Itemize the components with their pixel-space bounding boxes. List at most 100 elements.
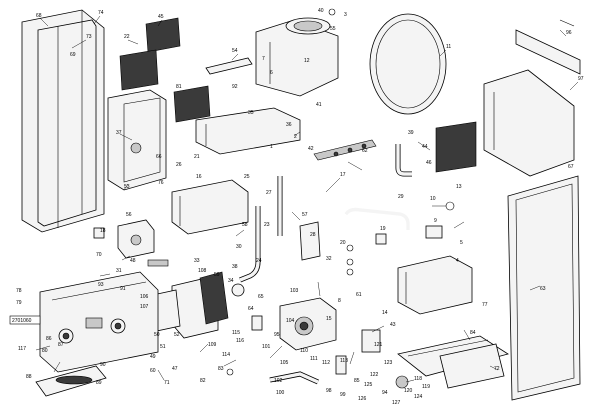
callout-14: 14	[382, 310, 388, 316]
control-panel	[39, 271, 159, 373]
callout-21: 21	[194, 154, 200, 160]
callout-77: 77	[482, 302, 488, 308]
callout-97: 97	[578, 76, 584, 82]
callout-90: 90	[100, 362, 106, 368]
callout-33: 33	[194, 258, 200, 264]
callout-117: 117	[18, 346, 26, 352]
callout-22: 22	[124, 34, 130, 40]
callout-108: 108	[198, 268, 207, 274]
callout-13: 13	[456, 184, 462, 190]
callout-110: 110	[300, 348, 308, 354]
callout-120: 120	[404, 388, 413, 394]
gas-valve	[117, 219, 155, 259]
callout-3: 3	[344, 12, 347, 18]
callout-98: 98	[326, 388, 332, 394]
callout-63: 63	[540, 286, 546, 292]
callout-115: 115	[232, 330, 240, 336]
callout-36: 36	[286, 122, 292, 128]
insulation-panels	[119, 17, 477, 173]
side-casing-panel	[507, 175, 581, 401]
callout-64: 64	[248, 306, 254, 312]
combustion-chamber	[107, 89, 167, 191]
callout-24: 24	[256, 258, 262, 264]
callout-29: 29	[398, 194, 404, 200]
callout-67: 67	[568, 164, 574, 170]
callout-89: 89	[96, 380, 102, 386]
callout-52: 52	[174, 332, 180, 338]
callout-102: 102	[274, 378, 283, 384]
callout-28: 28	[310, 232, 316, 238]
callout-107: 107	[140, 304, 149, 310]
callout-2: 2	[294, 134, 297, 140]
pump-assembly	[279, 297, 337, 351]
callout-55: 55	[330, 26, 336, 32]
callout-93: 93	[98, 282, 104, 288]
callout-85: 85	[354, 378, 360, 384]
callout-68: 68	[36, 13, 42, 19]
front-casing-panel	[21, 9, 105, 233]
callout-127: 127	[392, 400, 401, 406]
fascia-flap	[35, 365, 107, 397]
callout-56: 56	[126, 212, 132, 218]
callout-69: 69	[70, 52, 76, 58]
callout-91: 91	[120, 286, 126, 292]
callout-1: 1	[270, 144, 273, 150]
callout-40: 40	[318, 8, 324, 14]
heat-exchanger	[195, 107, 301, 155]
callout-57: 57	[302, 212, 308, 218]
callout-47: 47	[172, 366, 178, 372]
callout-27: 27	[266, 190, 272, 196]
bottom-tray	[397, 335, 509, 389]
callout-50: 50	[154, 332, 160, 338]
callout-109: 109	[208, 342, 217, 348]
callout-19: 19	[380, 226, 386, 232]
callout-96: 96	[566, 30, 572, 36]
callout-11: 11	[446, 44, 451, 50]
callout-51: 51	[160, 344, 166, 350]
callout-7: 7	[262, 56, 265, 62]
callout-83: 83	[218, 366, 224, 372]
callout-126: 126	[358, 396, 367, 402]
callout-87: 87	[58, 342, 64, 348]
callout-9: 9	[434, 218, 437, 224]
plate-exchanger	[397, 255, 473, 315]
callout-54: 54	[232, 48, 238, 54]
callout-58: 58	[242, 222, 248, 228]
callout-86: 86	[46, 336, 52, 342]
callout-80: 80	[42, 348, 48, 354]
callout-48: 48	[130, 258, 136, 264]
callout-99: 99	[340, 392, 346, 398]
callout-106: 106	[140, 294, 149, 300]
callout-70: 70	[96, 252, 102, 258]
callout-116: 116	[236, 338, 244, 344]
callout-32: 32	[326, 256, 332, 262]
reference-number: 2701060	[12, 318, 32, 324]
callout-95: 95	[274, 332, 280, 338]
callout-66: 66	[156, 154, 162, 160]
callout-105: 105	[280, 360, 289, 366]
callout-8: 8	[338, 298, 341, 304]
callout-125: 125	[364, 382, 373, 388]
callout-39: 39	[408, 130, 414, 136]
callout-119: 119	[422, 384, 430, 390]
callout-72: 72	[494, 366, 500, 372]
callout-45: 45	[158, 14, 164, 20]
callout-12: 12	[304, 58, 310, 64]
callout-79: 79	[16, 300, 22, 306]
callout-59: 59	[214, 272, 220, 278]
callout-123: 123	[384, 360, 393, 366]
callout-49: 49	[150, 354, 156, 360]
callout-62: 62	[362, 148, 368, 154]
callout-121: 121	[374, 342, 383, 348]
pipework	[239, 144, 412, 385]
callout-23: 23	[264, 222, 270, 228]
callout-118: 118	[414, 376, 422, 382]
mounting-bracket	[299, 221, 321, 261]
callout-42: 42	[308, 146, 314, 152]
callout-84: 84	[470, 330, 476, 336]
callout-65: 65	[258, 294, 264, 300]
control-boards	[147, 271, 229, 339]
callout-18: 18	[100, 228, 106, 234]
callout-15: 15	[326, 316, 332, 322]
